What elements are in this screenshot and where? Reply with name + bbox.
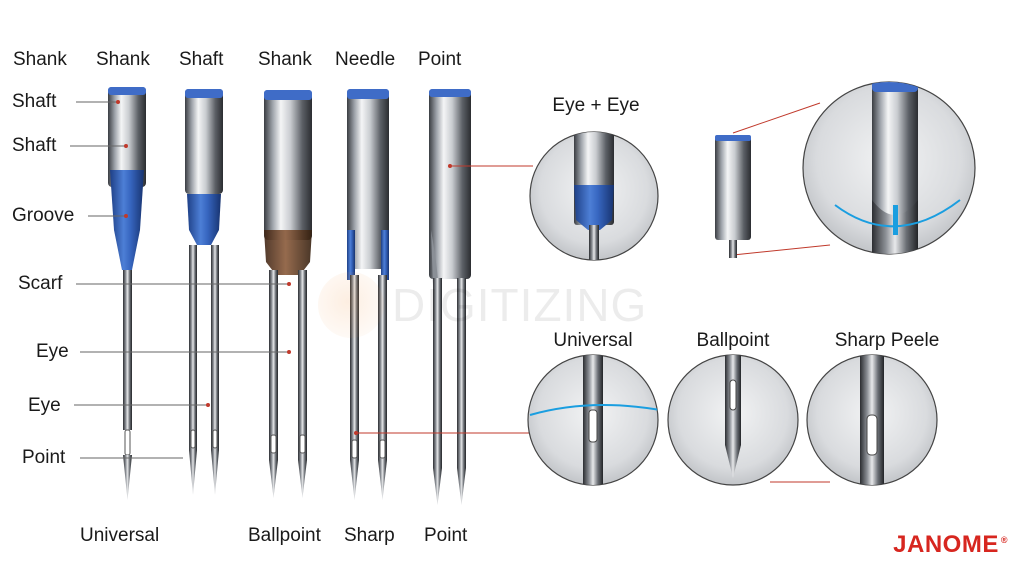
leader-dots	[116, 100, 452, 435]
top-label-1: Shank	[13, 49, 67, 70]
top-label-5: Needle	[335, 49, 396, 70]
left-label-scarf: Scarf	[18, 273, 63, 294]
needle-point	[429, 89, 471, 505]
zoom-label-sharp: Sharp Peele	[834, 330, 940, 351]
left-label-eye-2: Eye	[28, 395, 61, 416]
bottom-label-universal: Universal	[80, 525, 160, 546]
zoom-universal	[527, 354, 659, 486]
top-label-6: Point	[418, 49, 462, 70]
watermark-logo	[318, 272, 384, 338]
needle-universal	[108, 87, 146, 500]
small-needle	[715, 135, 751, 258]
zoom-big	[802, 81, 976, 255]
brand-name: JANOME	[893, 531, 999, 558]
zoom-label-eye: Eye + Eye	[552, 95, 640, 116]
top-label-2: Shank	[96, 49, 150, 70]
left-label-groove: Groove	[12, 205, 75, 226]
zoom-label-universal: Universal	[553, 330, 633, 351]
needle-ballpoint	[264, 90, 312, 498]
zoom-label-ballpoint: Ballpoint	[696, 330, 770, 351]
left-label-shaft-1: Shaft	[12, 91, 57, 112]
top-label-3: Shaft	[179, 49, 224, 70]
zoom-sharp	[806, 354, 938, 486]
needle-shaft	[185, 89, 223, 495]
bottom-label-ballpoint: Ballpoint	[248, 525, 321, 546]
left-leader-lines	[70, 101, 289, 459]
left-label-eye-1: Eye	[36, 341, 69, 362]
brand-registered-mark: ®	[1000, 535, 1008, 545]
watermark-text: DIGITIZING	[392, 279, 648, 331]
bottom-label-point: Point	[424, 525, 468, 546]
left-label-point: Point	[22, 447, 66, 468]
zoom-connectors	[356, 102, 831, 483]
needle-sharp	[347, 89, 389, 500]
zoom-ballpoint	[667, 354, 799, 486]
bottom-label-sharp: Sharp	[344, 525, 395, 546]
zoom-eye	[529, 131, 659, 261]
top-label-4: Shank	[258, 49, 312, 70]
brand-logo: JANOME®	[893, 531, 1008, 559]
left-label-shaft-2: Shaft	[12, 135, 57, 156]
